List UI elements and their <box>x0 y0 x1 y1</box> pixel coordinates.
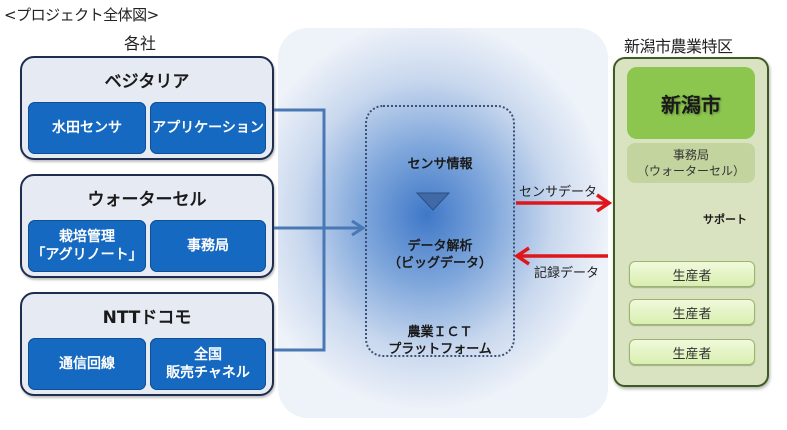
secretariat-box: 事務局 （ウォーターセル） <box>627 143 755 183</box>
sensor-info-label: センサ情報 <box>407 157 473 172</box>
producer-box: 生産者 <box>629 299 755 325</box>
down-triangle-icon <box>415 192 451 211</box>
companies-heading: 各社 <box>124 34 157 53</box>
zone-heading: 新潟市農業特区 <box>624 37 733 56</box>
service-agrinote: 栽培管理 「アグリノート」 <box>28 220 146 272</box>
diagram-title: <プロジェクト全体図> <box>4 6 159 24</box>
bracket-connector <box>274 108 326 352</box>
producer-box: 生産者 <box>629 339 755 365</box>
company-name: ウォーターセル <box>87 190 207 210</box>
company-name: ベジタリア <box>104 72 190 92</box>
office-sublabel: （ウォーターセル） <box>636 164 745 178</box>
service-label: 販売チャネル <box>166 365 250 381</box>
niigata-city-box: 新潟市 <box>627 67 755 139</box>
service-label: 通信回線 <box>59 356 115 372</box>
service-label: アプリケーション <box>152 120 264 136</box>
ict-platform-box: センサ情報 データ解析 （ビッグデータ） 農業ＩＣＴ プラットフォーム <box>365 105 515 357</box>
company-box-ntt-docomo: NTTドコモ 通信回線 全国 販売チャネル <box>20 292 274 396</box>
service-secretariat: 事務局 <box>150 220 266 272</box>
outbound-arrowhead-icon <box>596 193 613 213</box>
support-label: サポート <box>703 213 747 226</box>
producer-label: 生産者 <box>672 268 712 284</box>
producer-box: 生産者 <box>629 261 755 287</box>
service-label: 「アグリノート」 <box>31 247 143 263</box>
platform-name-line2: プラットフォーム <box>388 342 492 357</box>
big-data-label: （ビッグデータ） <box>387 256 492 271</box>
company-name: NTTドコモ <box>102 308 192 328</box>
service-label: 全国 <box>194 347 222 363</box>
office-label: 事務局 <box>672 148 709 162</box>
service-sales-channel: 全国 販売チャネル <box>150 338 266 390</box>
data-analysis-label: データ解析 <box>407 239 473 254</box>
service-communication-line: 通信回線 <box>28 338 146 390</box>
service-label: 栽培管理 <box>59 229 115 245</box>
service-label: 事務局 <box>187 238 229 254</box>
service-application: アプリケーション <box>150 102 266 154</box>
company-box-vegitalia: ベジタリア 水田センサ アプリケーション <box>20 56 274 160</box>
outbound-flow-label: センサデータ <box>519 185 598 200</box>
inbound-arrowhead-icon <box>513 246 530 266</box>
platform-glow-background <box>278 28 608 418</box>
city-label: 新潟市 <box>661 92 721 117</box>
niigata-zone-box: 新潟市 事務局 （ウォーターセル） サポート 生産者 生産者 生産者 <box>613 57 769 387</box>
platform-name-line1: 農業ＩＣＴ <box>407 325 473 340</box>
company-box-watercell: ウォーターセル 栽培管理 「アグリノート」 事務局 <box>20 174 274 278</box>
connector-arrowhead-icon <box>351 219 366 237</box>
service-label: 水田センサ <box>52 120 122 136</box>
inbound-flow-label: 記録データ <box>534 266 600 281</box>
producer-label: 生産者 <box>672 306 712 322</box>
producer-label: 生産者 <box>672 346 712 362</box>
service-paddy-sensor: 水田センサ <box>28 102 146 154</box>
